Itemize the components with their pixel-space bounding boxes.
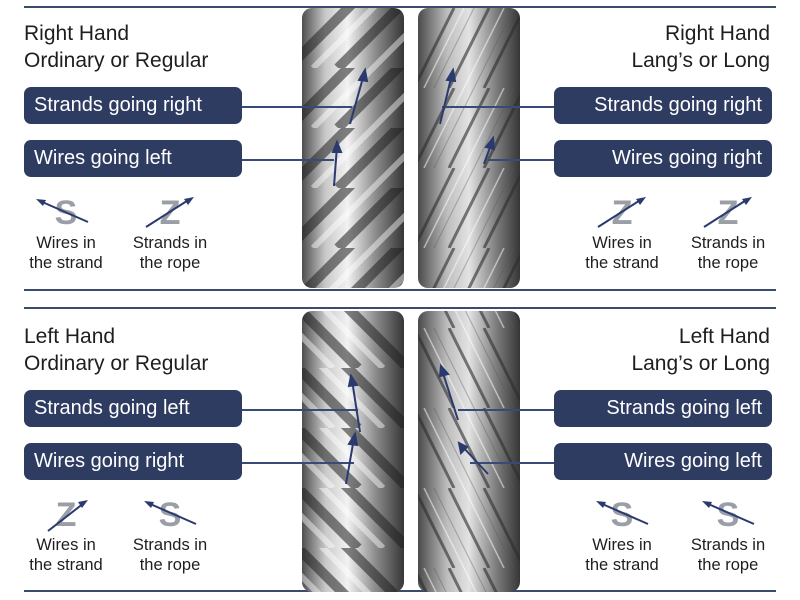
- heading-right-hand-langs: Right Hand Lang’s or Long: [631, 20, 770, 74]
- leader-line: [242, 409, 358, 411]
- label-strands-going-left: Strands going left: [554, 390, 772, 427]
- symbol-caption: Strands in the rope: [132, 234, 208, 272]
- rope-regular-lay-illustration: [302, 8, 404, 592]
- symbol-caption: Wires in the strand: [585, 234, 659, 272]
- label-strands-going-right: Strands going right: [24, 87, 242, 124]
- label-strands-going-right: Strands going right: [554, 87, 772, 124]
- leader-line: [242, 106, 352, 108]
- symbol-letter: Z: [611, 194, 633, 232]
- symbol-caption: Strands in the rope: [132, 536, 208, 574]
- leader-line: [242, 159, 334, 161]
- middle-rule-lower: [24, 307, 776, 309]
- symbol-letter: S: [158, 496, 182, 534]
- top-rule: [24, 6, 776, 8]
- symbol-s-strands: S Strands in the rope: [130, 497, 210, 577]
- leader-line: [470, 462, 554, 464]
- arrow-up-left-icon: [702, 501, 755, 525]
- heading-line-2: Ordinary or Regular: [24, 49, 209, 72]
- symbol-caption: Wires in the strand: [29, 536, 103, 574]
- label-wires-going-left: Wires going left: [24, 140, 242, 177]
- arrow-up-right-icon: [47, 500, 88, 532]
- arrow-up-right-icon: [145, 197, 194, 228]
- bottom-rule: [24, 590, 776, 592]
- heading-line-1: Left Hand: [24, 325, 116, 348]
- leader-line: [488, 159, 554, 161]
- symbol-caption: Strands in the rope: [690, 234, 766, 272]
- symbol-z-strands: Z Strands in the rope: [688, 195, 768, 275]
- middle-rule-upper: [24, 289, 776, 291]
- symbol-letter: Z: [159, 194, 181, 232]
- heading-line-2: Lang’s or Long: [631, 49, 770, 72]
- arrow-up-left-icon: [144, 501, 197, 525]
- label-strands-going-left: Strands going left: [24, 390, 242, 427]
- symbol-s-wires: S Wires in the strand: [582, 497, 662, 577]
- symbol-s-wires: S Wires in the strand: [26, 195, 106, 275]
- symbol-z-wires: Z Wires in the strand: [582, 195, 662, 275]
- symbol-letter: Z: [717, 194, 739, 232]
- label-wires-going-left: Wires going left: [554, 443, 772, 480]
- leader-line: [458, 409, 554, 411]
- rope-langs-lay-illustration: [418, 8, 520, 592]
- leader-line: [442, 106, 554, 108]
- symbol-letter: S: [610, 496, 634, 534]
- heading-left-hand-langs: Left Hand Lang’s or Long: [631, 323, 770, 377]
- label-wires-going-right: Wires going right: [554, 140, 772, 177]
- symbol-caption: Wires in the strand: [585, 536, 659, 574]
- symbol-caption: Wires in the strand: [29, 234, 103, 272]
- arrow-up-left-icon: [36, 199, 89, 223]
- heading-line-1: Right Hand: [664, 22, 770, 45]
- symbol-z-wires: Z Wires in the strand: [26, 497, 106, 577]
- symbol-letter: S: [716, 496, 740, 534]
- arrow-up-left-icon: [596, 501, 649, 525]
- heading-right-hand-regular: Right Hand Ordinary or Regular: [24, 20, 208, 74]
- heading-line-1: Left Hand: [678, 325, 770, 348]
- arrow-up-right-icon: [703, 197, 752, 228]
- symbol-s-strands: S Strands in the rope: [688, 497, 768, 577]
- leader-line: [242, 462, 354, 464]
- heading-line-2: Ordinary or Regular: [24, 352, 209, 375]
- label-wires-going-right: Wires going right: [24, 443, 242, 480]
- arrow-up-right-icon: [597, 197, 646, 228]
- heading-left-hand-regular: Left Hand Ordinary or Regular: [24, 323, 208, 377]
- heading-line-2: Lang’s or Long: [631, 352, 770, 375]
- symbol-z-strands: Z Strands in the rope: [130, 195, 210, 275]
- symbol-letter: Z: [55, 496, 77, 534]
- symbol-caption: Strands in the rope: [690, 536, 766, 574]
- heading-line-1: Right Hand: [24, 22, 130, 45]
